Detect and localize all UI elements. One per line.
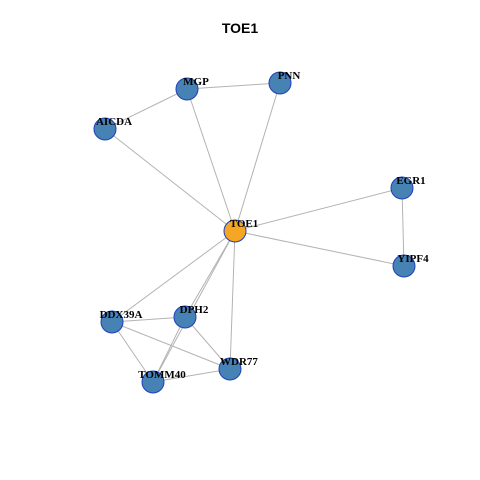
node-label-ddx39a: DDX39A: [100, 309, 143, 321]
edge-tomm40-wdr77: [152, 368, 231, 383]
edge-mgp-pnn: [186, 82, 281, 90]
edge-ddx39a-tomm40: [111, 321, 154, 383]
nodes-layer: [93, 71, 416, 394]
node-mgp[interactable]: [175, 77, 199, 101]
node-dph2[interactable]: [173, 305, 197, 329]
edge-yipf4-toe1: [234, 230, 405, 267]
edge-wdr77-toe1: [229, 230, 236, 370]
edge-dph2-tomm40: [152, 316, 186, 383]
node-label-toe1: TOE1: [230, 218, 259, 230]
edges-layer: [104, 82, 405, 383]
edge-aicda-toe1: [104, 128, 236, 232]
node-wdr77[interactable]: [218, 357, 242, 381]
edge-egr1-yipf4: [401, 187, 405, 267]
node-pnn[interactable]: [268, 71, 292, 95]
edge-tomm40-toe1: [152, 230, 236, 383]
node-aicda[interactable]: [93, 117, 117, 141]
node-label-wdr77: WDR77: [220, 356, 258, 368]
node-tomm40[interactable]: [141, 370, 165, 394]
node-label-egr1: EGR1: [396, 175, 425, 187]
edge-ddx39a-dph2: [111, 316, 186, 323]
node-label-tomm40: TOMM40: [138, 369, 186, 381]
edge-mgp-aicda: [104, 88, 188, 130]
edge-egr1-toe1: [234, 187, 403, 232]
node-label-yipf4: YIPF4: [397, 253, 429, 265]
node-toe1[interactable]: [223, 219, 247, 243]
node-yipf4[interactable]: [392, 254, 416, 278]
node-ddx39a[interactable]: [100, 310, 124, 334]
node-label-pnn: PNN: [278, 70, 301, 82]
edge-ddx39a-toe1: [111, 230, 236, 323]
node-egr1[interactable]: [390, 176, 414, 200]
node-label-aicda: AICDA: [96, 116, 132, 128]
graph-title: TOE1: [221, 20, 259, 36]
node-label-mgp: MGP: [183, 76, 209, 88]
edge-mgp-toe1: [186, 88, 236, 232]
edge-pnn-toe1: [234, 82, 281, 232]
node-label-dph2: DPH2: [180, 304, 209, 316]
